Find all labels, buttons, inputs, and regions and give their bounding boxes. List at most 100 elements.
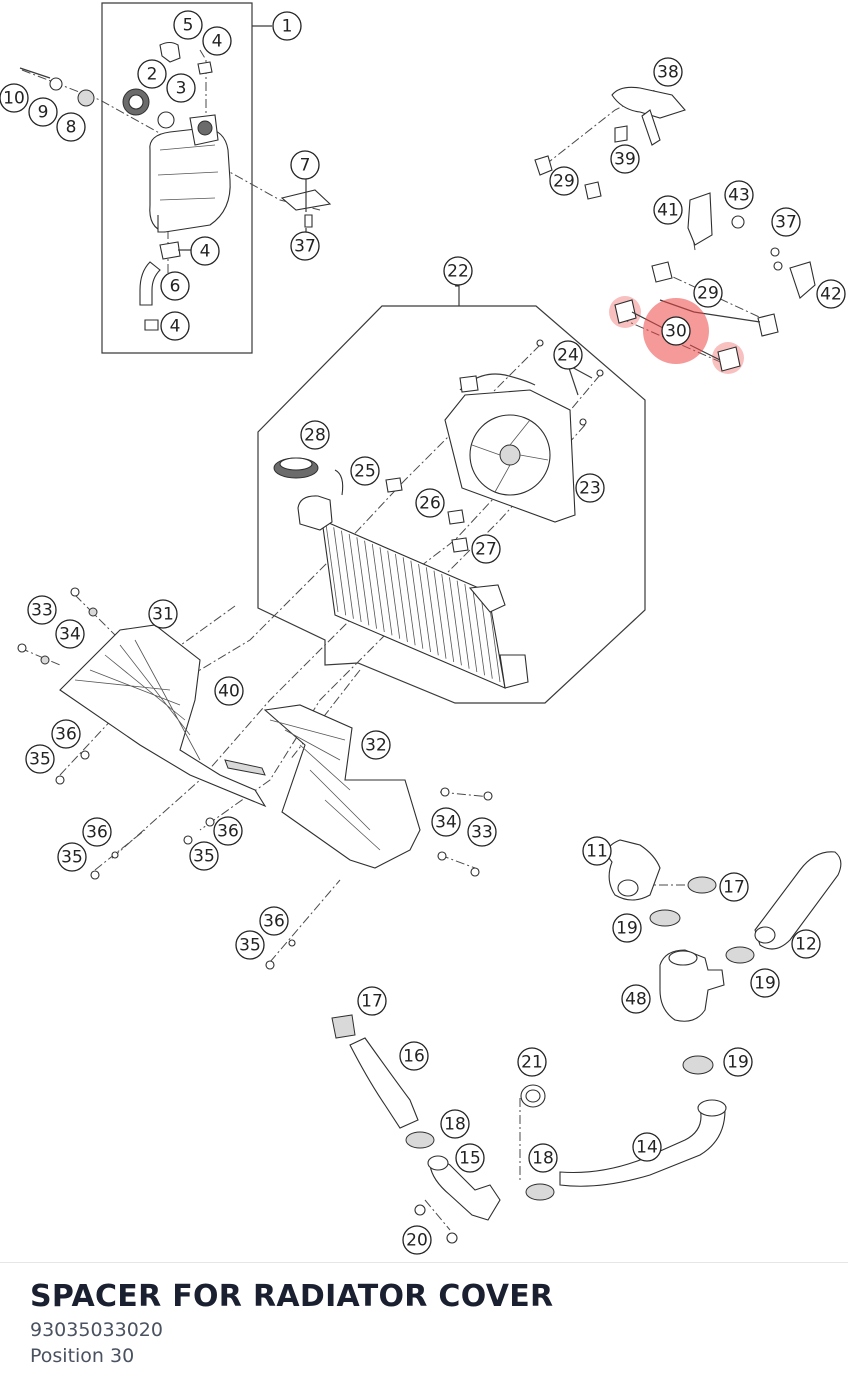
callout-circle: [0, 83, 29, 113]
callout-marker[interactable]: 34: [55, 619, 85, 649]
callout-marker[interactable]: 9: [28, 97, 58, 127]
callout-label: 33: [31, 601, 53, 621]
callout-marker[interactable]: 21: [517, 1047, 547, 1077]
callout-marker[interactable]: 28: [300, 420, 330, 450]
callout-circle: [724, 180, 754, 210]
callout-marker[interactable]: 26: [415, 488, 445, 518]
callout-marker[interactable]: 18: [528, 1143, 558, 1173]
radiator-cover-parts: [17, 587, 493, 970]
callout-marker[interactable]: 6: [160, 271, 190, 301]
radiator-fin: [418, 563, 431, 653]
callout-marker[interactable]: 4: [202, 26, 232, 56]
radiator-fin: [356, 537, 370, 626]
callout-label: 29: [553, 172, 575, 192]
callout-circle: [51, 719, 81, 749]
callout-marker[interactable]: 2: [137, 59, 167, 89]
callout-label: 35: [61, 848, 83, 868]
callout-marker[interactable]: 31: [148, 599, 178, 629]
callout-marker[interactable]: 1: [272, 11, 302, 41]
callout-circle: [357, 986, 387, 1016]
callout-circle: [791, 929, 821, 959]
callout-marker[interactable]: 14: [632, 1132, 662, 1162]
callout-marker[interactable]: 38: [653, 57, 683, 87]
callout-marker[interactable]: 20: [402, 1225, 432, 1255]
radiator-fin: [410, 560, 424, 649]
callout-marker[interactable]: 4: [160, 311, 190, 341]
callout-label: 21: [521, 1053, 543, 1073]
callout-circle: [214, 676, 244, 706]
callout-marker[interactable]: 23: [575, 473, 605, 503]
callout-highlighted[interactable]: 30: [643, 298, 709, 364]
callout-marker[interactable]: 39: [610, 144, 640, 174]
spacer-right[interactable]: [717, 346, 741, 372]
callout-marker[interactable]: 36: [82, 817, 112, 847]
callout-marker[interactable]: 33: [27, 595, 57, 625]
radiator-group-box: [257, 284, 646, 704]
callout-marker[interactable]: 16: [399, 1041, 429, 1071]
callout-marker[interactable]: 37: [771, 207, 801, 237]
callout-label: 3: [176, 79, 187, 99]
callout-marker[interactable]: 36: [51, 719, 81, 749]
callout-circle: [471, 534, 501, 564]
callout-label: 28: [304, 426, 326, 446]
callout-marker[interactable]: 22: [443, 256, 473, 286]
callout-marker[interactable]: 17: [719, 872, 749, 902]
callout-circle: [173, 10, 203, 40]
callout-marker[interactable]: 25: [350, 456, 380, 486]
callout-marker[interactable]: 41: [653, 195, 683, 225]
callout-marker[interactable]: 27: [471, 534, 501, 564]
callout-label: 18: [444, 1115, 466, 1135]
callout-marker[interactable]: 3: [166, 73, 196, 103]
hose-parts: [331, 839, 842, 1244]
callout-marker[interactable]: 37: [290, 231, 320, 261]
callout-circle: [528, 1143, 558, 1173]
callout-circle: [300, 420, 330, 450]
callout-marker[interactable]: 34: [431, 807, 461, 837]
callout-circle: [431, 807, 461, 837]
callout-marker[interactable]: 35: [57, 842, 87, 872]
callout-marker[interactable]: 42: [816, 279, 846, 309]
callout-marker[interactable]: 48: [621, 984, 651, 1014]
callout-label: 8: [66, 118, 77, 138]
callout-marker[interactable]: 40: [214, 676, 244, 706]
callout-marker[interactable]: 19: [723, 1047, 753, 1077]
callout-marker[interactable]: 35: [235, 930, 265, 960]
callout-label: 18: [532, 1149, 554, 1169]
radiator-fin: [449, 577, 462, 666]
callout-marker[interactable]: 18: [440, 1109, 470, 1139]
callout-circle: [82, 817, 112, 847]
callout-label: 34: [59, 625, 81, 645]
callout-marker[interactable]: 29: [549, 166, 579, 196]
callout-marker[interactable]: 24: [553, 340, 583, 370]
callout-marker[interactable]: 36: [259, 906, 289, 936]
callout-circle: [189, 841, 219, 871]
callout-marker[interactable]: 8: [56, 112, 86, 142]
callout-marker[interactable]: 5: [173, 10, 203, 40]
callout-circle: [402, 1225, 432, 1255]
callout-label: 40: [218, 682, 240, 702]
callout-marker[interactable]: 10: [0, 83, 29, 113]
callout-circle: [467, 817, 497, 847]
callout-marker[interactable]: 35: [25, 744, 55, 774]
callout-marker[interactable]: 19: [750, 968, 780, 998]
callout-marker[interactable]: 32: [361, 730, 391, 760]
callout-marker[interactable]: 15: [455, 1143, 485, 1173]
callout-marker[interactable]: 12: [791, 929, 821, 959]
callout-marker[interactable]: 33: [467, 817, 497, 847]
callout-label: 38: [657, 63, 679, 83]
spacer-left[interactable]: [614, 299, 637, 324]
callout-label: 9: [38, 103, 49, 123]
radiator-fin: [333, 527, 347, 616]
callout-marker[interactable]: 4: [190, 236, 220, 266]
callout-marker[interactable]: 19: [612, 913, 642, 943]
callout-marker[interactable]: 35: [189, 841, 219, 871]
callout-marker[interactable]: 11: [582, 836, 612, 866]
callout-marker[interactable]: 36: [213, 816, 243, 846]
callout-circle: [517, 1047, 547, 1077]
callout-marker[interactable]: 29: [693, 278, 723, 308]
callout-marker[interactable]: 7: [290, 150, 320, 180]
callout-circle: [361, 730, 391, 760]
callout-marker[interactable]: 43: [724, 180, 754, 210]
callout-marker[interactable]: 17: [357, 986, 387, 1016]
